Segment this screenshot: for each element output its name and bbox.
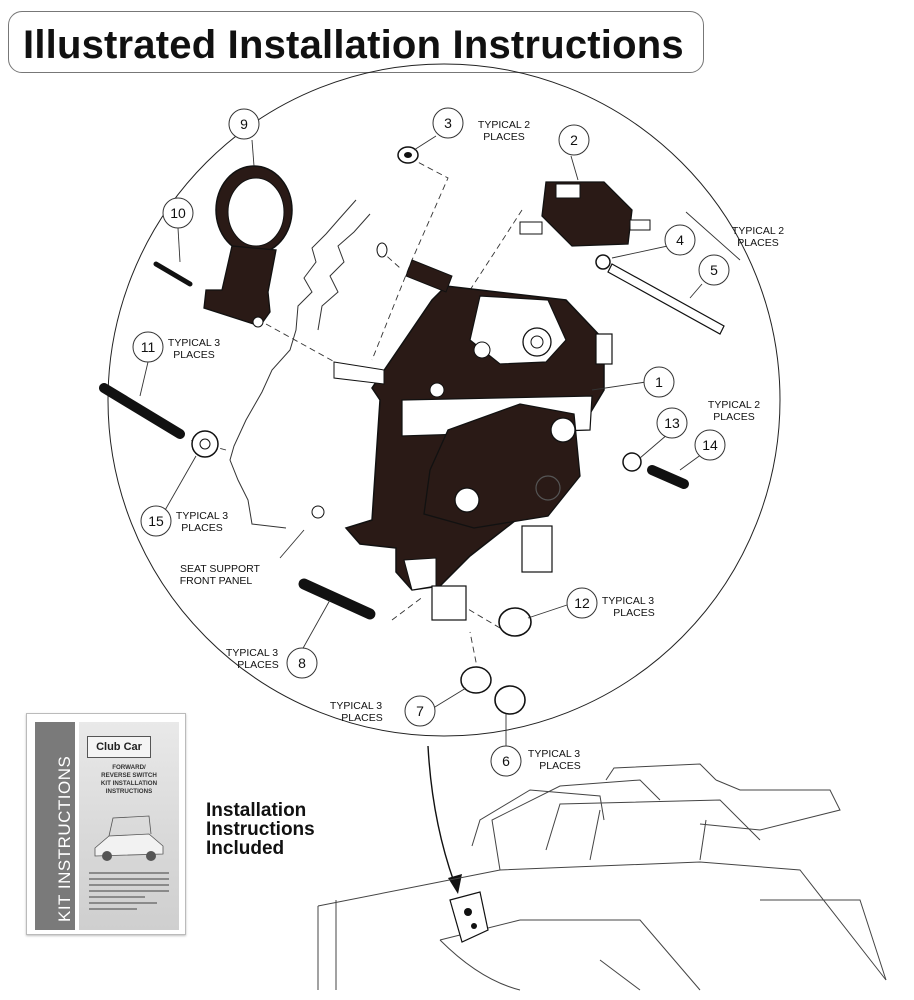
kit-spine: KIT INSTRUCTIONS	[35, 722, 75, 930]
leader-lines	[139, 135, 741, 746]
terminal-block	[423, 403, 581, 529]
callout-1: 1	[655, 374, 663, 390]
callout-8: 8	[298, 655, 306, 671]
callout-13: 13	[664, 415, 680, 431]
callout-7: 7	[416, 703, 424, 719]
seat-support-label-line2: FRONT PANEL	[180, 575, 253, 587]
location-arrow	[427, 745, 462, 894]
hardware	[99, 146, 725, 715]
callout-11: 11	[141, 339, 156, 355]
callout-5: 5	[710, 262, 718, 278]
callout-9: 9	[240, 116, 248, 132]
golf-cart-illustration	[317, 763, 887, 991]
note-7-line2: PLACES	[341, 712, 382, 724]
note-4-5-line2: PLACES	[737, 237, 778, 249]
assembly-dashes	[189, 157, 523, 683]
kit-doc-title: FORWARD/ REVERSE SWITCH KIT INSTALLATION…	[100, 764, 158, 795]
note-6-line1: TYPICAL 3	[528, 748, 580, 760]
note-12-line1: TYPICAL 3	[602, 595, 654, 607]
cart-thumbnail-icon	[94, 815, 164, 861]
callout-14: 14	[702, 437, 718, 453]
title-box: Illustrated Installation Instructions	[8, 11, 704, 73]
note-15-line1: TYPICAL 3	[176, 510, 228, 522]
note-8-line1: TYPICAL 3	[226, 647, 278, 659]
page-title: Illustrated Installation Instructions	[23, 23, 684, 67]
note-6-line2: PLACES	[539, 760, 580, 772]
installed-switch	[449, 891, 489, 943]
club-car-logo: Club Car	[87, 736, 151, 758]
note-13-14-line2: PLACES	[713, 411, 754, 423]
note-3-line1: TYPICAL 2	[478, 119, 530, 131]
callout-2: 2	[570, 132, 578, 148]
detail-circle	[107, 63, 781, 737]
micro-switch	[519, 181, 651, 247]
callout-10: 10	[170, 205, 186, 221]
callout-rings	[132, 107, 730, 777]
seat-support-label-line1: SEAT SUPPORT	[180, 563, 261, 575]
kit-spine-label: KIT INSTRUCTIONS	[55, 755, 74, 922]
note-11-line1: TYPICAL 3	[168, 337, 220, 349]
kit-cover: Club Car FORWARD/ REVERSE SWITCH KIT INS…	[79, 722, 179, 930]
note-4-5-line1: TYPICAL 2	[732, 225, 784, 237]
handle	[203, 165, 293, 328]
kit-text-lines	[89, 872, 169, 914]
cam-plate	[429, 295, 567, 398]
callout-6: 6	[502, 753, 510, 769]
note-15-line2: PLACES	[181, 522, 222, 534]
callout-15: 15	[148, 513, 164, 529]
installation-note: Installation Instructions Included	[206, 800, 315, 859]
callout-12: 12	[574, 595, 590, 611]
callout-4: 4	[676, 232, 684, 248]
note-7-line1: TYPICAL 3	[330, 700, 382, 712]
note-12-line2: PLACES	[613, 607, 654, 619]
seat-support-panel	[229, 199, 371, 529]
note-13-14-line1: TYPICAL 2	[708, 399, 760, 411]
kit-instructions-booklet: KIT INSTRUCTIONS Club Car FORWARD/ REVER…	[26, 713, 186, 935]
note-8-line2: PLACES	[237, 659, 278, 671]
note-3-line2: PLACES	[483, 131, 524, 143]
note-11-line2: PLACES	[173, 349, 214, 361]
shaft	[333, 259, 453, 385]
callout-3: 3	[444, 115, 452, 131]
